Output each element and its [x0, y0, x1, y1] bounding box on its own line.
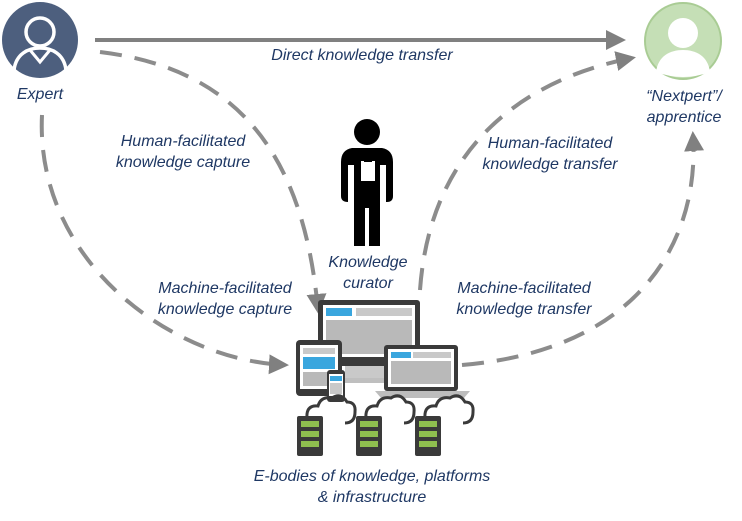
human-capture-label-line2: knowledge capture: [115, 154, 251, 171]
curator-label: Knowledge curator: [318, 252, 418, 294]
machine-capture-label: Machine-facilitated knowledge capture: [140, 278, 310, 320]
machine-capture-label-line1: Machine-facilitated: [158, 280, 292, 297]
cloud-server-icon-3: [415, 394, 475, 456]
human-transfer-label-line1: Human-facilitated: [487, 135, 613, 152]
machine-transfer-label-line2: knowledge transfer: [456, 301, 592, 318]
machine-capture-label-line2: knowledge capture: [157, 301, 293, 318]
ebodies-label-line2: & infrastructure: [317, 489, 427, 506]
knowledge-curator-icon: [341, 119, 393, 246]
cloud-server-icon-2: [356, 394, 416, 456]
human-transfer-label: Human-facilitated knowledge transfer: [468, 133, 632, 175]
human-capture-label-line1: Human-facilitated: [120, 133, 246, 150]
curator-label-line1: Knowledge: [328, 254, 408, 271]
ebodies-label-line1: E-bodies of knowledge, platforms: [253, 468, 491, 485]
nextpert-label-line2: apprentice: [646, 109, 722, 126]
expert-label: Expert: [16, 86, 64, 103]
expert-avatar-icon: [2, 2, 78, 78]
direct-transfer-label: Direct knowledge transfer: [271, 47, 453, 64]
devices-icon: [296, 300, 470, 402]
machine-transfer-arrow: [461, 131, 705, 367]
human-transfer-label-line2: knowledge transfer: [482, 156, 618, 173]
nextpert-label: “Nextpert”/ apprentice: [630, 86, 738, 128]
human-capture-arrow: [99, 50, 327, 314]
nextpert-label-line1: “Nextpert”/: [646, 88, 722, 105]
machine-capture-arrow: [39, 114, 289, 375]
machine-transfer-label-line1: Machine-facilitated: [457, 280, 591, 297]
curator-label-line2: curator: [343, 275, 393, 292]
cloud-server-icon-1: [297, 394, 357, 456]
nextpert-avatar-icon: [644, 2, 722, 80]
machine-transfer-label: Machine-facilitated knowledge transfer: [438, 278, 610, 320]
ebodies-label: E-bodies of knowledge, platforms & infra…: [232, 466, 512, 508]
human-transfer-arrow: [418, 51, 636, 291]
human-capture-label: Human-facilitated knowledge capture: [102, 131, 264, 173]
